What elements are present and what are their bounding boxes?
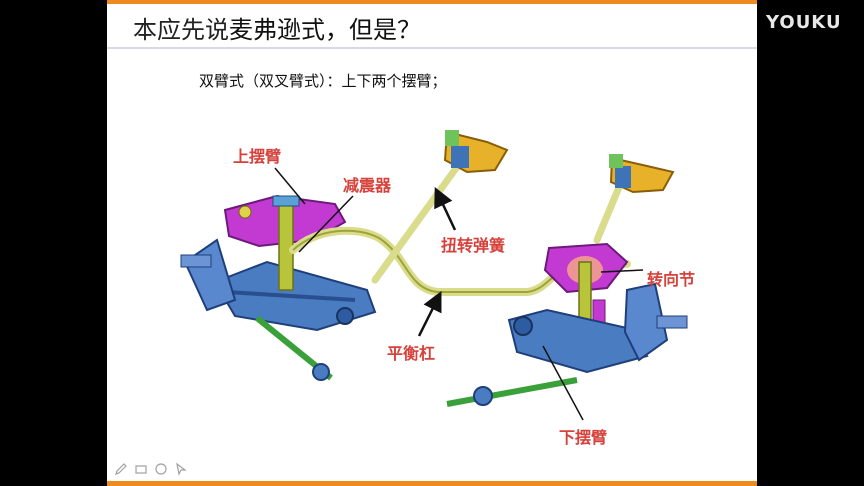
youku-watermark: YOUKU	[766, 12, 842, 33]
upper-arm-leader	[274, 167, 306, 205]
title-divider	[107, 47, 757, 49]
label-lower-arm: 下摆臂	[559, 428, 608, 447]
annotation-toolbar	[114, 462, 188, 476]
shock-leader	[298, 195, 354, 253]
right-knuckle	[623, 282, 688, 362]
label-shock-absorber: 减震器	[343, 176, 392, 195]
label-knuckle: 转向节	[647, 270, 696, 289]
right-torsion-bar	[593, 176, 626, 244]
torsion-arrow	[434, 186, 457, 231]
right-lower-arm	[507, 308, 649, 374]
slide-bottom-accent-bar	[107, 481, 757, 486]
right-cv-joint	[473, 386, 493, 406]
label-torsion-spring: 扭转弹簧	[441, 236, 506, 255]
pointer-icon[interactable]	[174, 462, 188, 476]
right-shock-absorber	[578, 261, 606, 333]
presentation-slide: 本应先说麦弗逊式，但是？ 双臂式（双叉臂式）：上下两个摆臂；	[107, 0, 757, 486]
knuckle-leader	[600, 269, 644, 273]
eraser-icon[interactable]	[134, 462, 148, 476]
title-prefix: 本应先说	[133, 16, 229, 44]
slide-title: 本应先说麦弗逊式，但是？	[133, 10, 421, 45]
title-highlight: 麦弗逊式，但是？	[229, 16, 421, 44]
right-torsion-mount	[609, 154, 675, 194]
left-torsion-bar	[371, 156, 466, 284]
slide-subtitle: 双臂式（双叉臂式）：上下两个摆臂；	[199, 72, 447, 90]
left-torsion-mount	[443, 130, 509, 174]
right-drive-shaft	[446, 377, 578, 407]
slide-top-accent-bar	[107, 0, 757, 4]
label-stabilizer-bar: 平衡杠	[387, 344, 436, 363]
pen-icon[interactable]	[114, 462, 128, 476]
highlighter-icon[interactable]	[154, 462, 168, 476]
left-cv-joint	[312, 363, 330, 381]
stabilizer-arrow	[417, 291, 442, 337]
left-knuckle	[180, 238, 237, 312]
lower-arm-leader	[542, 345, 584, 421]
left-lower-arm	[213, 260, 377, 332]
suspension-diagram	[180, 130, 688, 421]
label-upper-arm: 上摆臂	[233, 147, 282, 166]
